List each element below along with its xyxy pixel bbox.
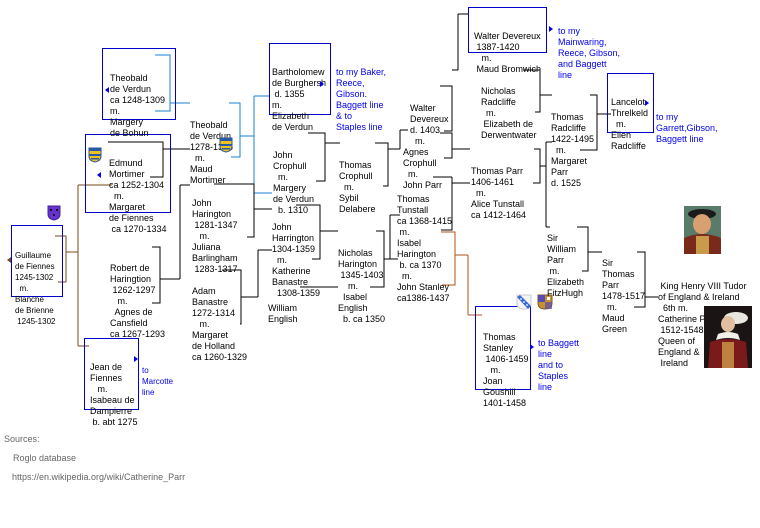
quartered-shield-icon (537, 294, 553, 310)
expand-arrow-icon[interactable] (530, 344, 534, 350)
person-box-walter-devereux[interactable] (468, 7, 547, 53)
link-baker-line[interactable]: to my Baker,Reece,Gibson.Baggett line& t… (336, 67, 387, 132)
person-box-lancelot[interactable] (607, 73, 654, 133)
expand-arrow-icon[interactable] (645, 100, 649, 106)
person-box-jean[interactable] (84, 338, 139, 410)
nav-left-arrow-icon[interactable] (7, 257, 11, 263)
blue-gold-shield-icon (88, 147, 102, 163)
sources-heading: Sources: (4, 434, 40, 444)
expand-arrow-icon[interactable] (134, 356, 138, 362)
mortimer-connector (108, 141, 190, 178)
blue-gold-shield-icon (219, 137, 233, 153)
expand-arrow-icon[interactable] (320, 81, 324, 87)
blue-bend-shield-icon (516, 294, 532, 310)
walter-devereux-younger: Walter Devereux 1387-1420 m. Maud Bromwi… (474, 31, 542, 74)
person-box-theobald-elder[interactable] (102, 48, 176, 120)
purple-shield-icon (47, 205, 61, 221)
portrait-henry-viii (684, 206, 721, 254)
main-connectors (152, 13, 658, 325)
person-box-guillaume[interactable] (11, 225, 63, 297)
source-roglo: Roglo database (13, 453, 77, 463)
portrait-catherine-parr (704, 306, 752, 368)
source-wikipedia-link[interactable]: https://en.wikipedia.org/wiki/Catherine_… (12, 472, 186, 482)
nav-left-arrow-icon[interactable] (105, 87, 109, 93)
nav-left-arrow-icon[interactable] (97, 172, 101, 178)
expand-arrow-icon[interactable] (549, 26, 553, 32)
person-box-edmund[interactable] (85, 134, 171, 213)
verdun-connector (155, 54, 272, 194)
person-box-bartholomew[interactable] (269, 43, 331, 115)
